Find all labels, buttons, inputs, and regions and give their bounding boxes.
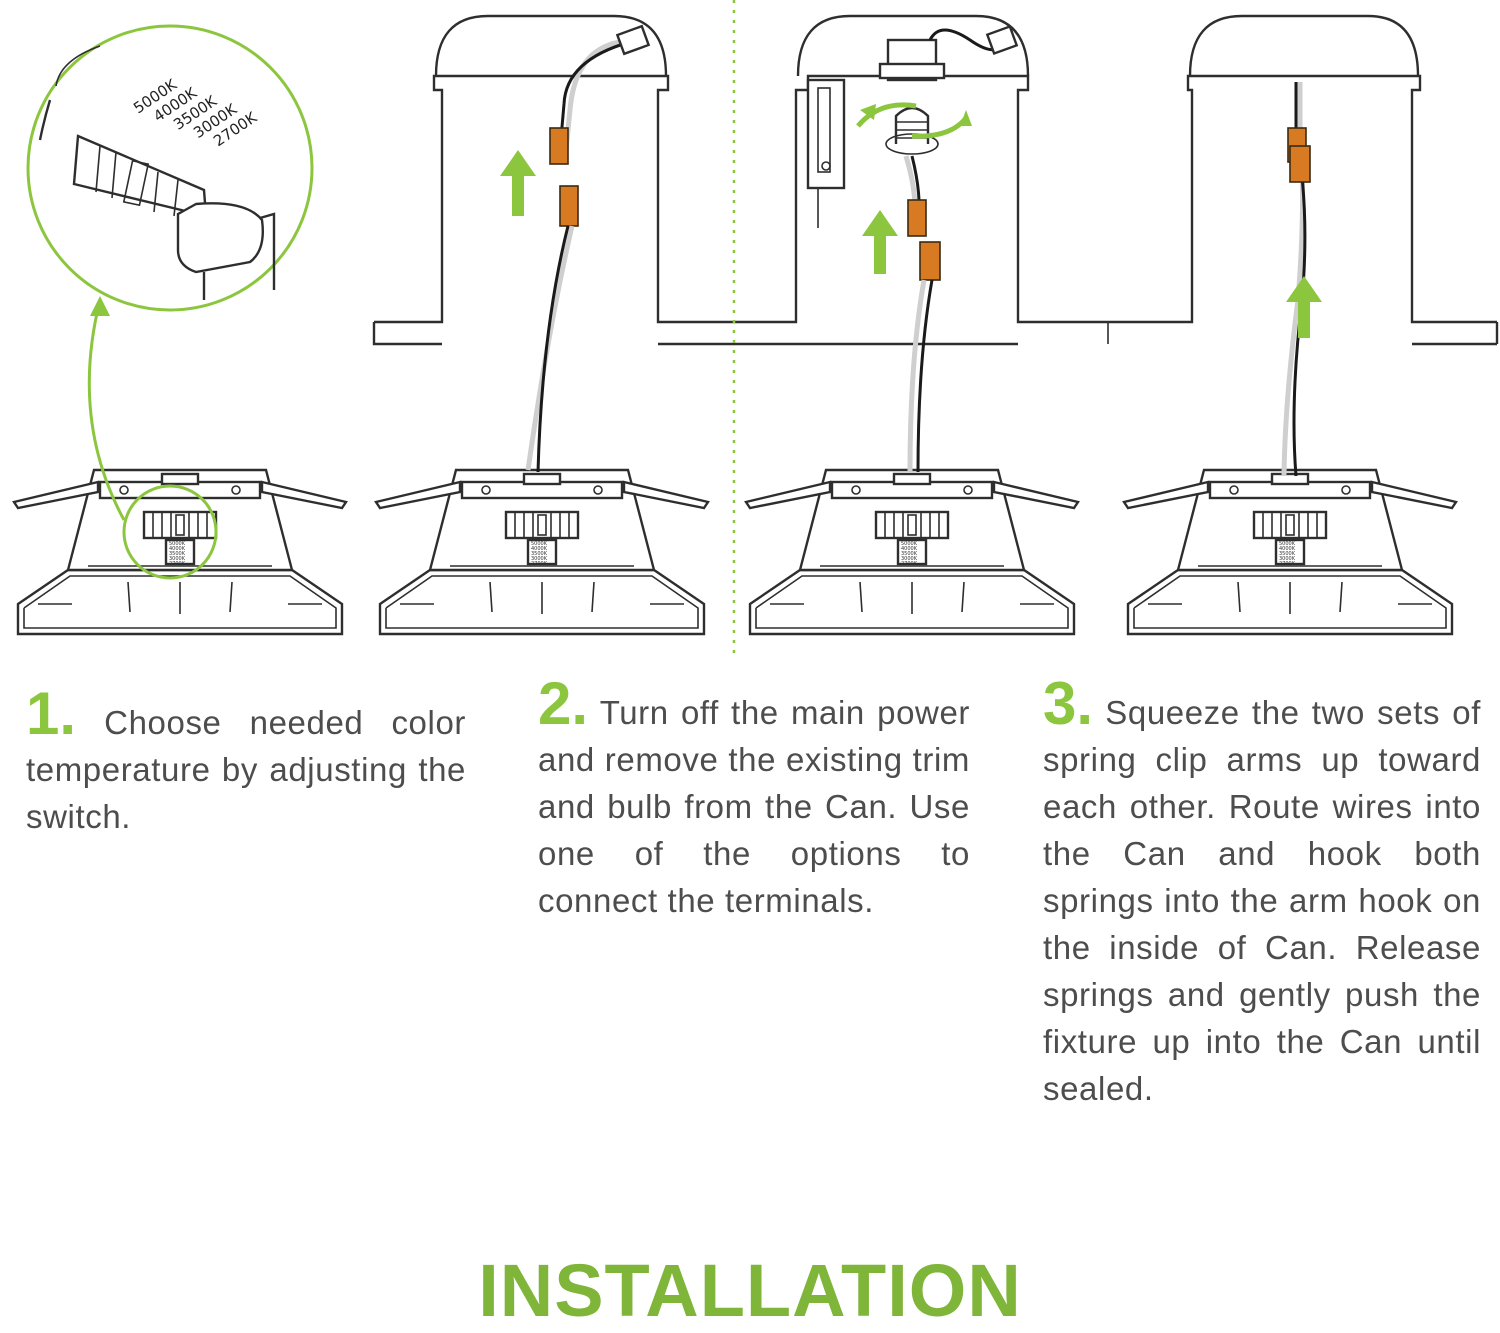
page-title: INSTALLATION bbox=[478, 1249, 1022, 1332]
step-2-number: 2. bbox=[538, 670, 589, 737]
fixture-step-2b bbox=[744, 468, 1080, 636]
step-3-text: Squeeze the two sets of spring clip arms… bbox=[1043, 694, 1481, 1107]
step-1: 1. Choose needed color temperature by ad… bbox=[26, 684, 466, 840]
step-3-number: 3. bbox=[1043, 670, 1094, 737]
step-1-text: Choose needed color temperature by adjus… bbox=[26, 704, 466, 835]
step-2: 2. Turn off the main power and remove th… bbox=[538, 674, 970, 924]
installation-diagram: 5000K 4000K 3500K 3000K 2700K bbox=[12, 0, 1499, 660]
step-2-text: Turn off the main power and remove the e… bbox=[538, 694, 970, 919]
fixture-step-2a bbox=[374, 468, 710, 636]
fixture-step-1 bbox=[12, 468, 348, 636]
step-3: 3. Squeeze the two sets of spring clip a… bbox=[1043, 674, 1481, 1112]
step-1-number: 1. bbox=[26, 680, 77, 747]
fixture-step-3 bbox=[1122, 468, 1458, 636]
